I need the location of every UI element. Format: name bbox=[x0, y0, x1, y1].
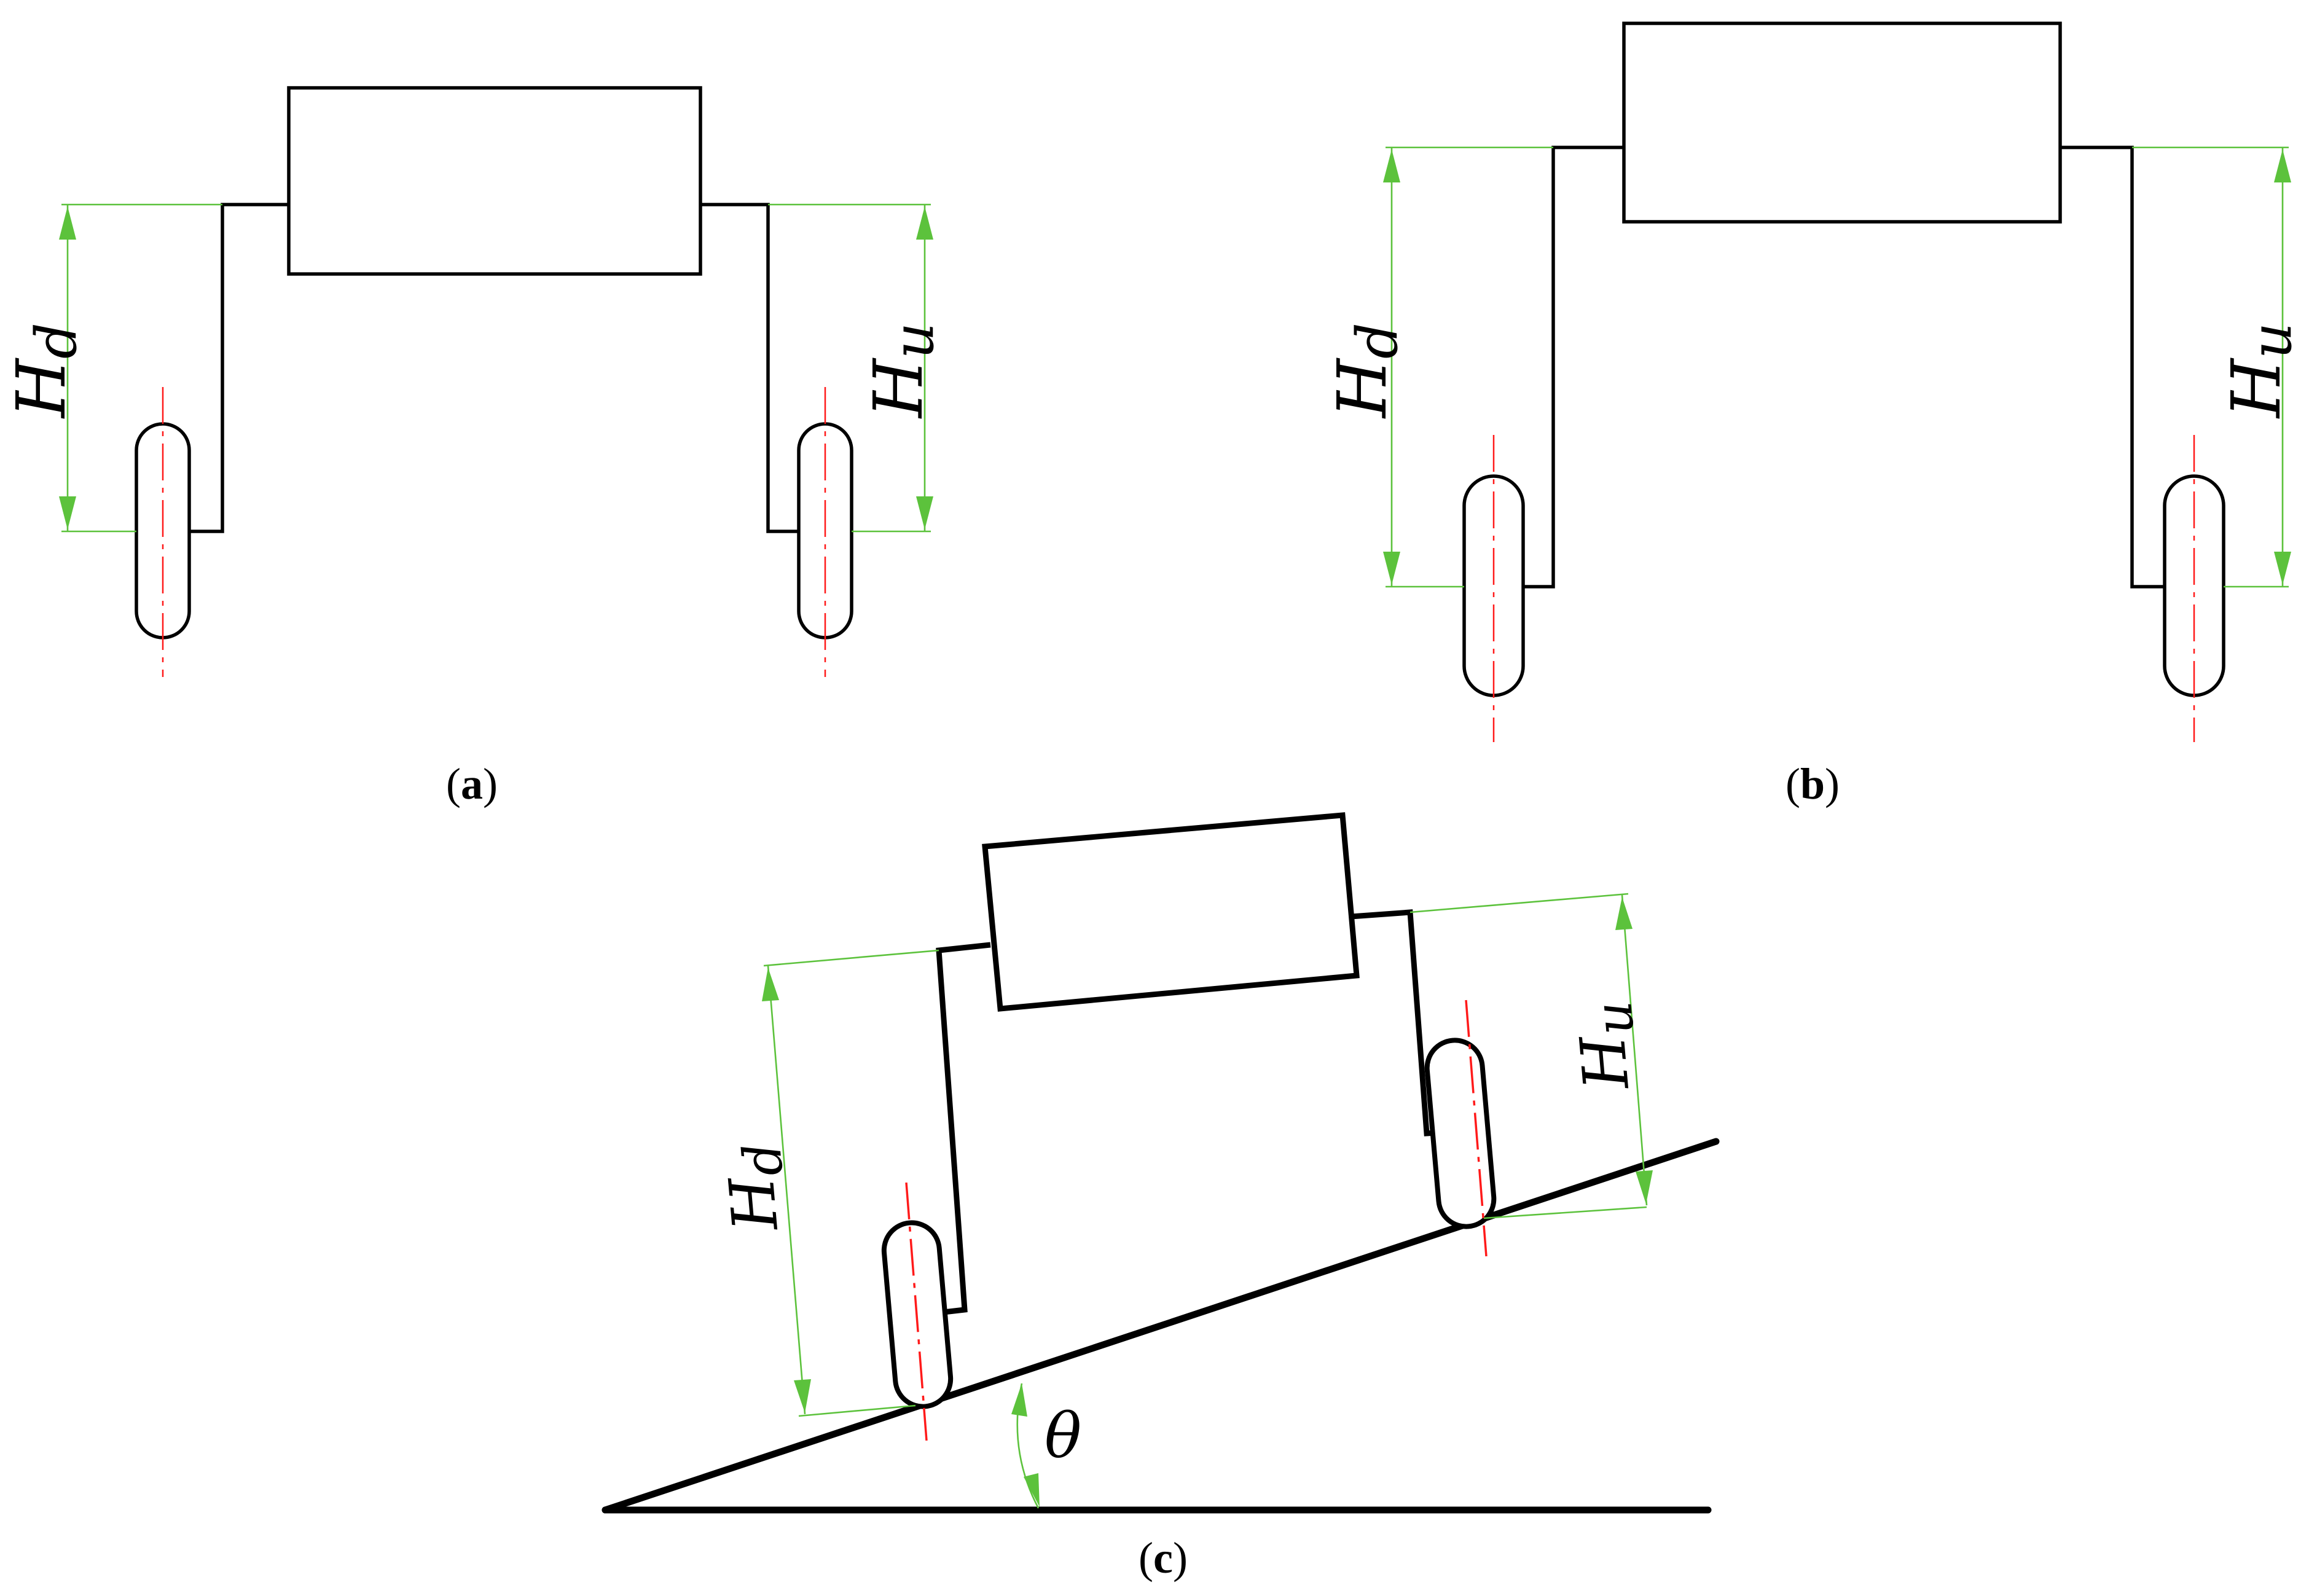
right-leg bbox=[2060, 146, 2169, 589]
right-leg bbox=[700, 203, 805, 533]
body-box bbox=[982, 812, 1360, 1012]
caption-a: (a) bbox=[446, 759, 498, 808]
arrow-up bbox=[59, 206, 76, 240]
label-theta: θ bbox=[1045, 1400, 1081, 1472]
arrow-up bbox=[2274, 149, 2291, 182]
arrow-down bbox=[794, 1379, 811, 1413]
arrow-bottom bbox=[1024, 1473, 1040, 1507]
left-leg bbox=[936, 942, 991, 1316]
left-leg bbox=[184, 203, 289, 533]
dimension-hd bbox=[762, 949, 939, 1417]
panel-a: Hd Hu (a) bbox=[2, 86, 946, 808]
slope-line bbox=[602, 1138, 1720, 1514]
panel-c: Hd Hu θ (c) bbox=[602, 812, 1720, 1582]
arrow-down bbox=[916, 496, 933, 530]
label-hu: Hu bbox=[859, 323, 946, 419]
arrow-up bbox=[1383, 149, 1400, 182]
arrow-up bbox=[1615, 897, 1633, 930]
panel-b: Hd Hu (b) bbox=[1323, 22, 2304, 808]
arrow-down bbox=[1383, 552, 1400, 585]
left-leg bbox=[1515, 146, 1624, 589]
right-wheel-centerline bbox=[1465, 999, 1488, 1257]
right-wheel bbox=[1424, 1038, 1497, 1229]
caption-c: (c) bbox=[1139, 1533, 1188, 1582]
arrow-up bbox=[916, 206, 933, 240]
arrow-top bbox=[1011, 1383, 1027, 1417]
dimension-hu bbox=[768, 203, 933, 533]
label-hu: Hu bbox=[1564, 999, 1650, 1093]
body-box bbox=[287, 86, 702, 276]
label-hu: Hu bbox=[2217, 323, 2304, 419]
arrow-down bbox=[59, 496, 76, 530]
label-hd: Hd bbox=[1323, 323, 1410, 419]
label-hd: Hd bbox=[2, 323, 89, 419]
dimension-hd bbox=[1383, 146, 1553, 588]
angle-theta bbox=[1011, 1383, 1040, 1509]
dimension-hu bbox=[1409, 893, 1653, 1219]
dimension-hu bbox=[2132, 146, 2291, 588]
arrow-up bbox=[762, 968, 779, 1001]
caption-b: (b) bbox=[1786, 759, 1840, 808]
label-hd: Hd bbox=[713, 1140, 799, 1235]
dimension-hd bbox=[59, 203, 222, 533]
arrow-down bbox=[1636, 1170, 1653, 1204]
arrow-down bbox=[2274, 552, 2291, 585]
left-wheel-centerline bbox=[905, 1182, 928, 1441]
body-box bbox=[1622, 22, 2062, 224]
